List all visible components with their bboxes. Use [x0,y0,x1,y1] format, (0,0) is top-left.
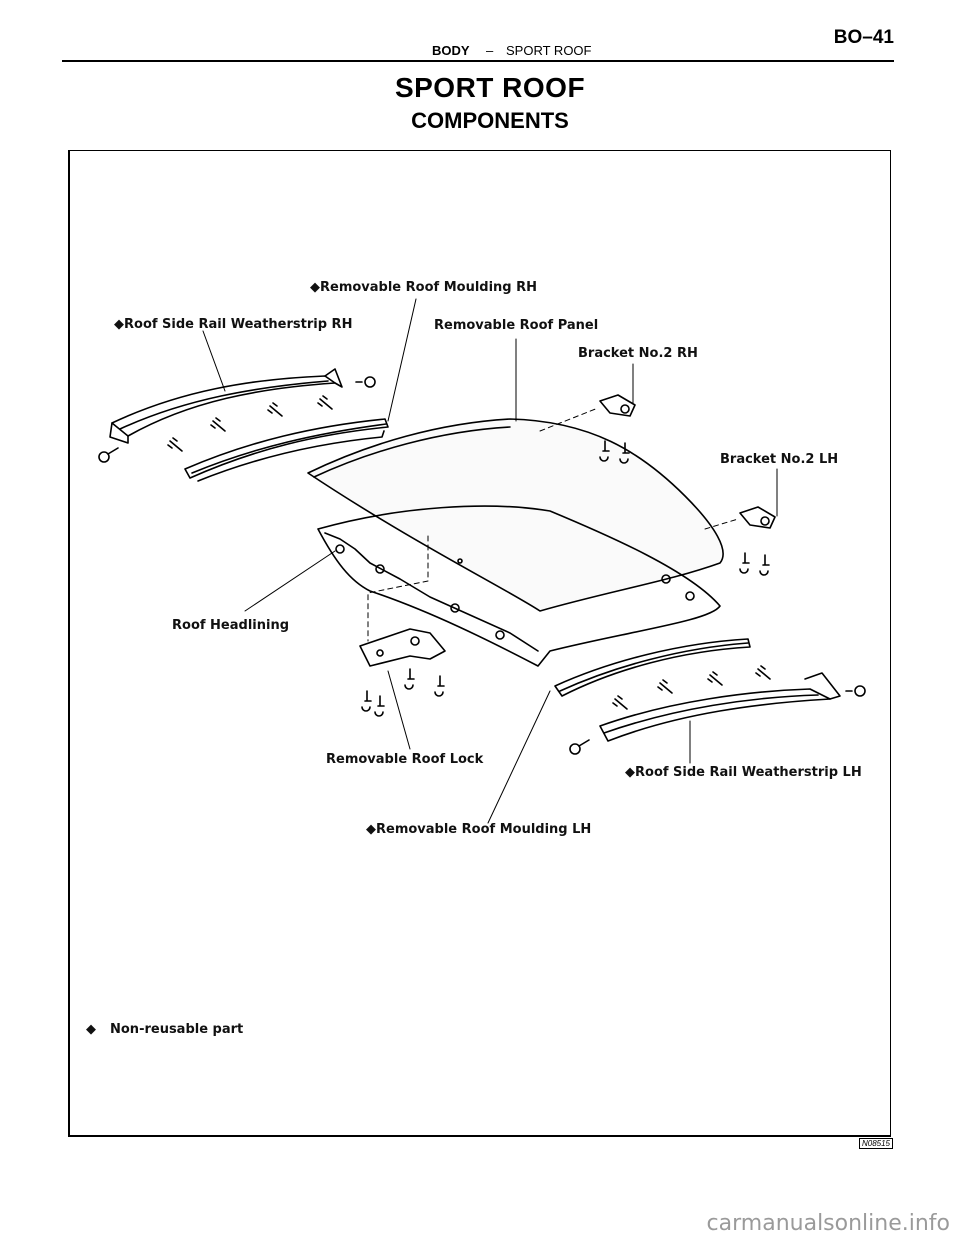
label-moulding-rh: ◆Removable Roof Moulding RH [310,280,537,295]
dashed-guides [367,407,739,642]
page-number: BO–41 [833,27,894,48]
page-subtitle: COMPONENTS [411,108,569,133]
bracket-lh-part [739,506,776,576]
roof-panel-part [307,418,724,612]
header-rule [62,60,894,62]
screws-rh [98,376,376,463]
weatherstrip-rh-part [109,368,343,444]
label-moulding-lh: ◆Removable Roof Moulding LH [366,822,591,837]
moulding-lh-part [554,638,751,697]
page-title: SPORT ROOF [394,72,586,103]
legend-symbol: ◆ [86,1022,96,1037]
headlining-part [317,505,721,667]
exploded-view-diagram: ◆Removable Roof Moulding RH ◆Roof Side R… [86,280,866,1037]
label-weatherstrip-lh: ◆Roof Side Rail Weatherstrip LH [625,765,862,780]
figure-id: N08515 [858,1138,893,1149]
watermark: carmanualsonline.info [706,1211,950,1236]
header-subsection: SPORT ROOF [506,43,592,58]
moulding-rh-part [184,418,389,482]
roof-lock-part [359,628,446,717]
weatherstrip-lh-part [599,672,841,742]
label-bracket-lh: Bracket No.2 LH [720,452,838,467]
header-section: BODY [432,43,470,58]
bracket-rh-part [599,394,636,464]
legend-text: Non-reusable part [110,1022,243,1037]
label-bracket-rh: Bracket No.2 RH [578,346,698,361]
header-separator: – [486,43,494,58]
label-roof-panel: Removable Roof Panel [434,318,598,333]
label-weatherstrip-rh: ◆Roof Side Rail Weatherstrip RH [114,317,352,332]
label-roof-lock: Removable Roof Lock [326,752,484,767]
leader-lines [202,298,778,824]
label-headlining: Roof Headlining [172,618,289,633]
screws-lh [569,665,866,755]
components-figure: ◆Removable Roof Moulding RH ◆Roof Side R… [68,150,893,1149]
